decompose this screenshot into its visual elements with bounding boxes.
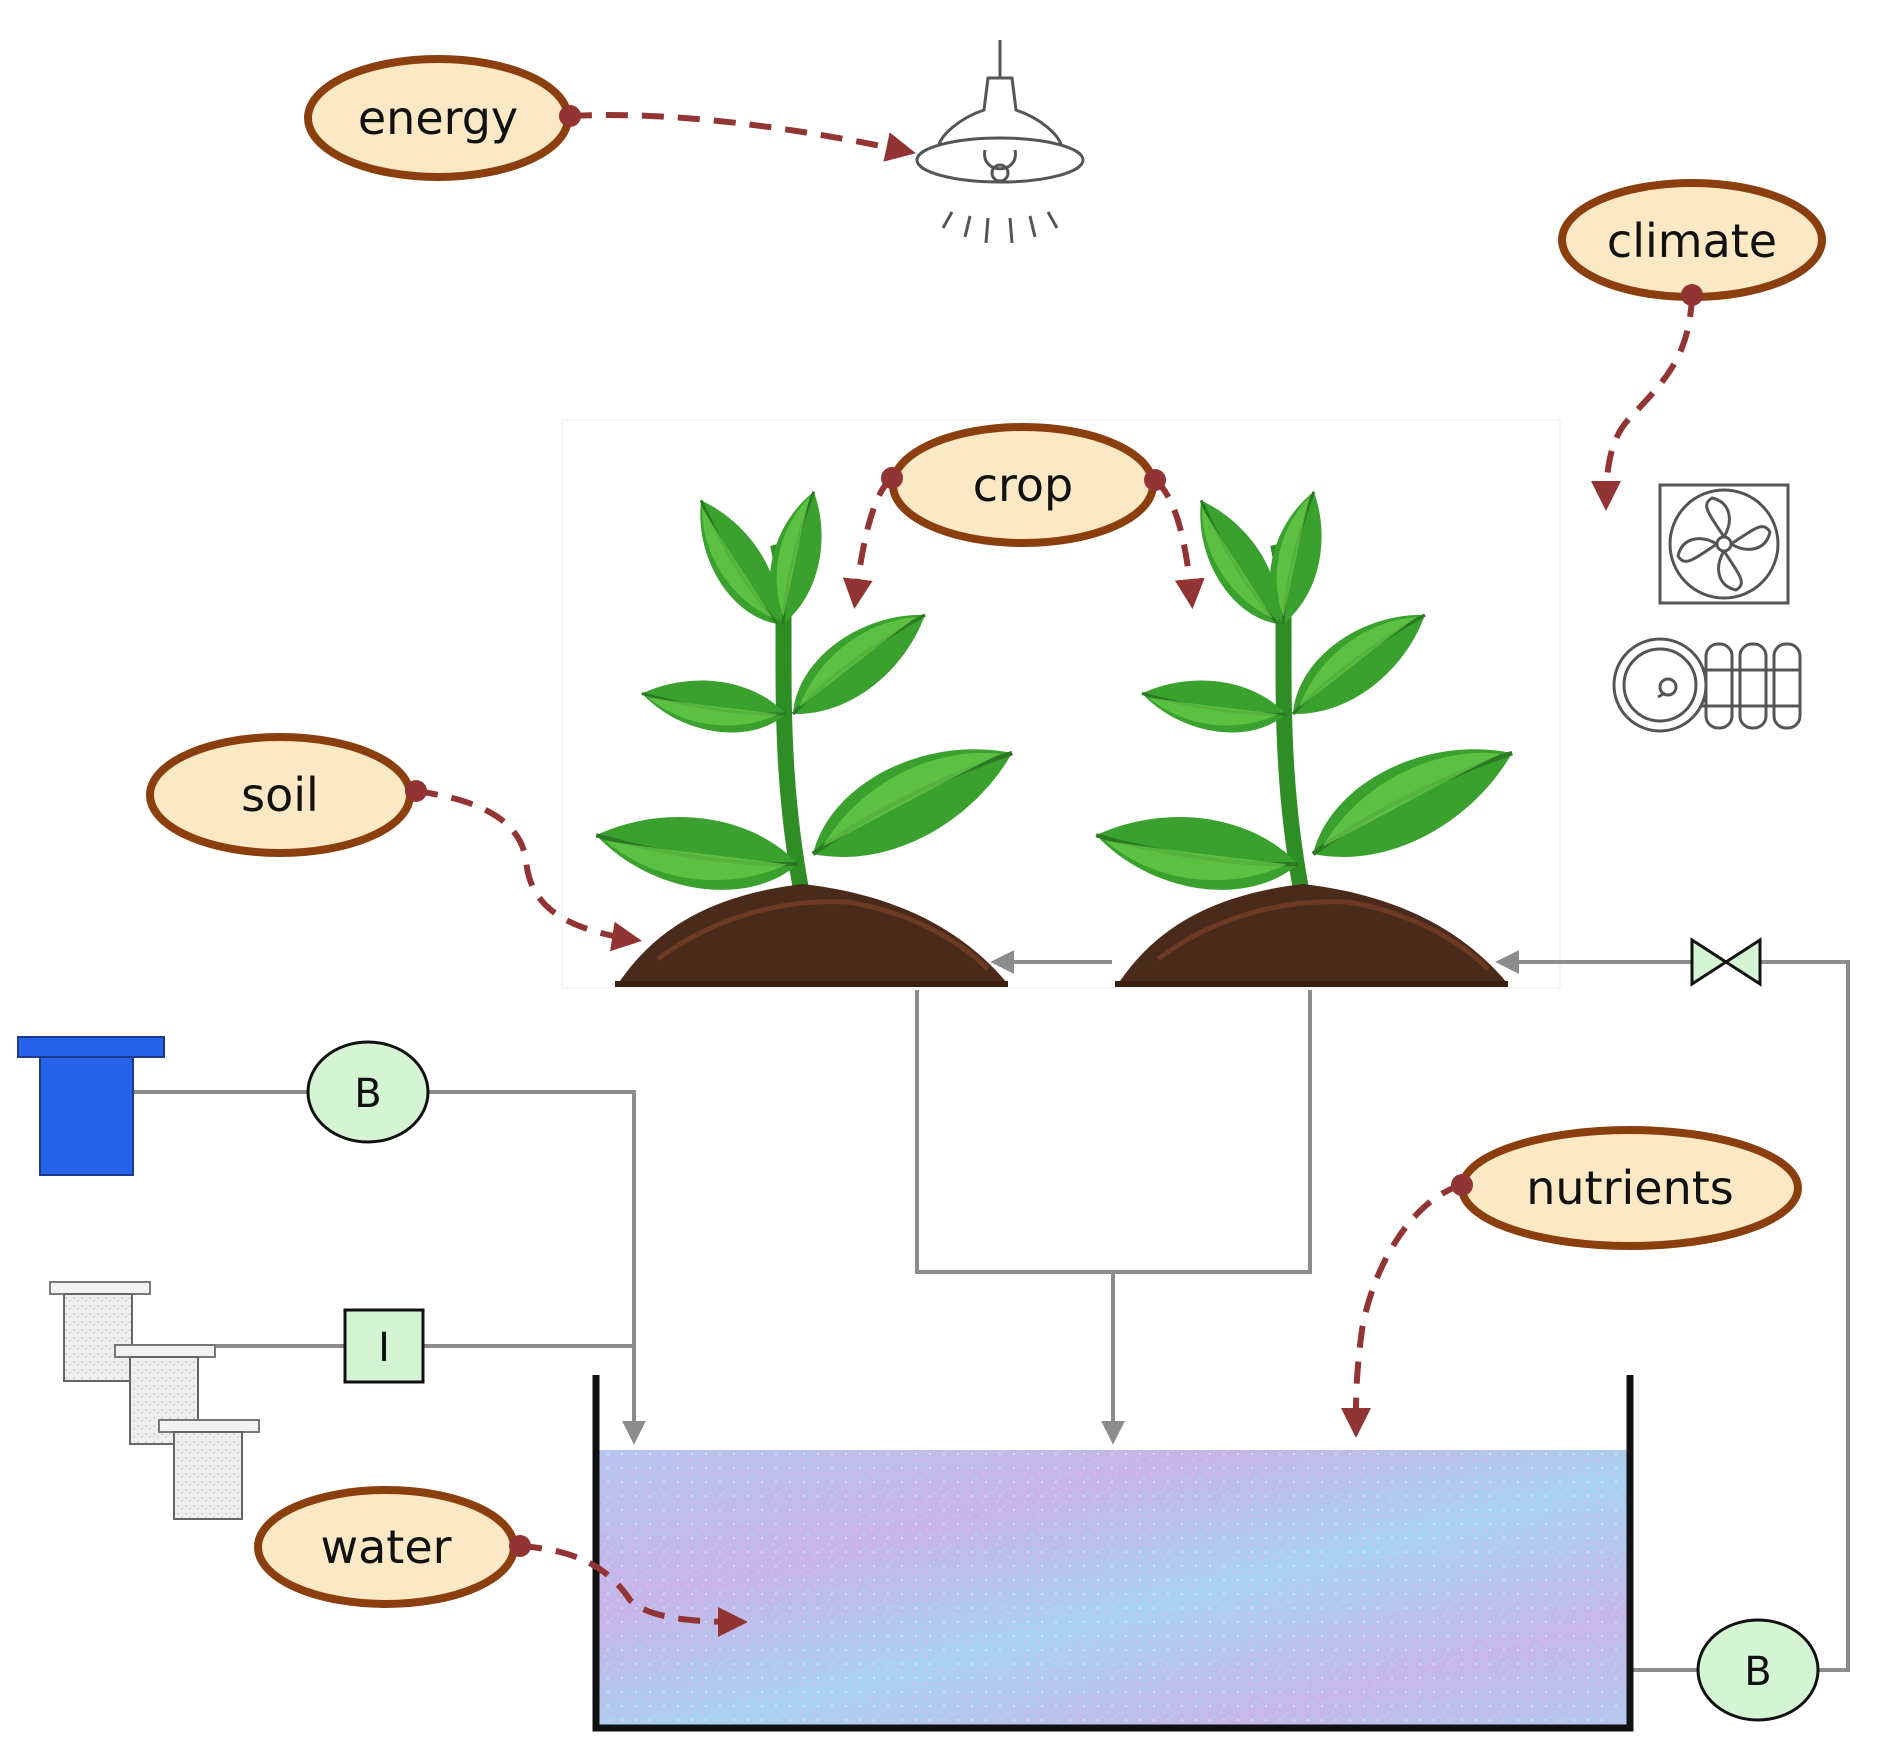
water-tank-icon: [17, 1036, 165, 1176]
pump-bottom: B: [1696, 1618, 1820, 1722]
injector-label: I: [378, 1325, 390, 1371]
label-energy: energy: [304, 55, 581, 181]
pump-top-label: B: [354, 1071, 381, 1117]
label-climate: climate: [1558, 179, 1826, 306]
fan-icon: [1658, 483, 1790, 605]
svg-text:energy: energy: [358, 91, 518, 145]
label-water: water: [254, 1486, 531, 1608]
pump-bottom-label: B: [1744, 1649, 1771, 1695]
lamp-icon: [915, 40, 1085, 244]
svg-text:water: water: [320, 1520, 451, 1574]
label-soil: soil: [146, 733, 427, 857]
label-nutrients: nutrients: [1451, 1126, 1802, 1250]
injector: I: [343, 1308, 425, 1384]
svg-text:climate: climate: [1607, 214, 1777, 268]
svg-text:nutrients: nutrients: [1526, 1161, 1734, 1215]
fertilizer-containers-icon: [49, 1281, 260, 1520]
pump-top: B: [306, 1040, 430, 1144]
reservoir-icon: [592, 1375, 1634, 1732]
svg-text:soil: soil: [241, 768, 319, 822]
heater-icon: [1612, 637, 1802, 733]
valve-icon: [1690, 937, 1762, 987]
svg-text:crop: crop: [973, 458, 1074, 512]
pipe-network: [133, 950, 1850, 1672]
label-crop: crop: [881, 423, 1166, 547]
